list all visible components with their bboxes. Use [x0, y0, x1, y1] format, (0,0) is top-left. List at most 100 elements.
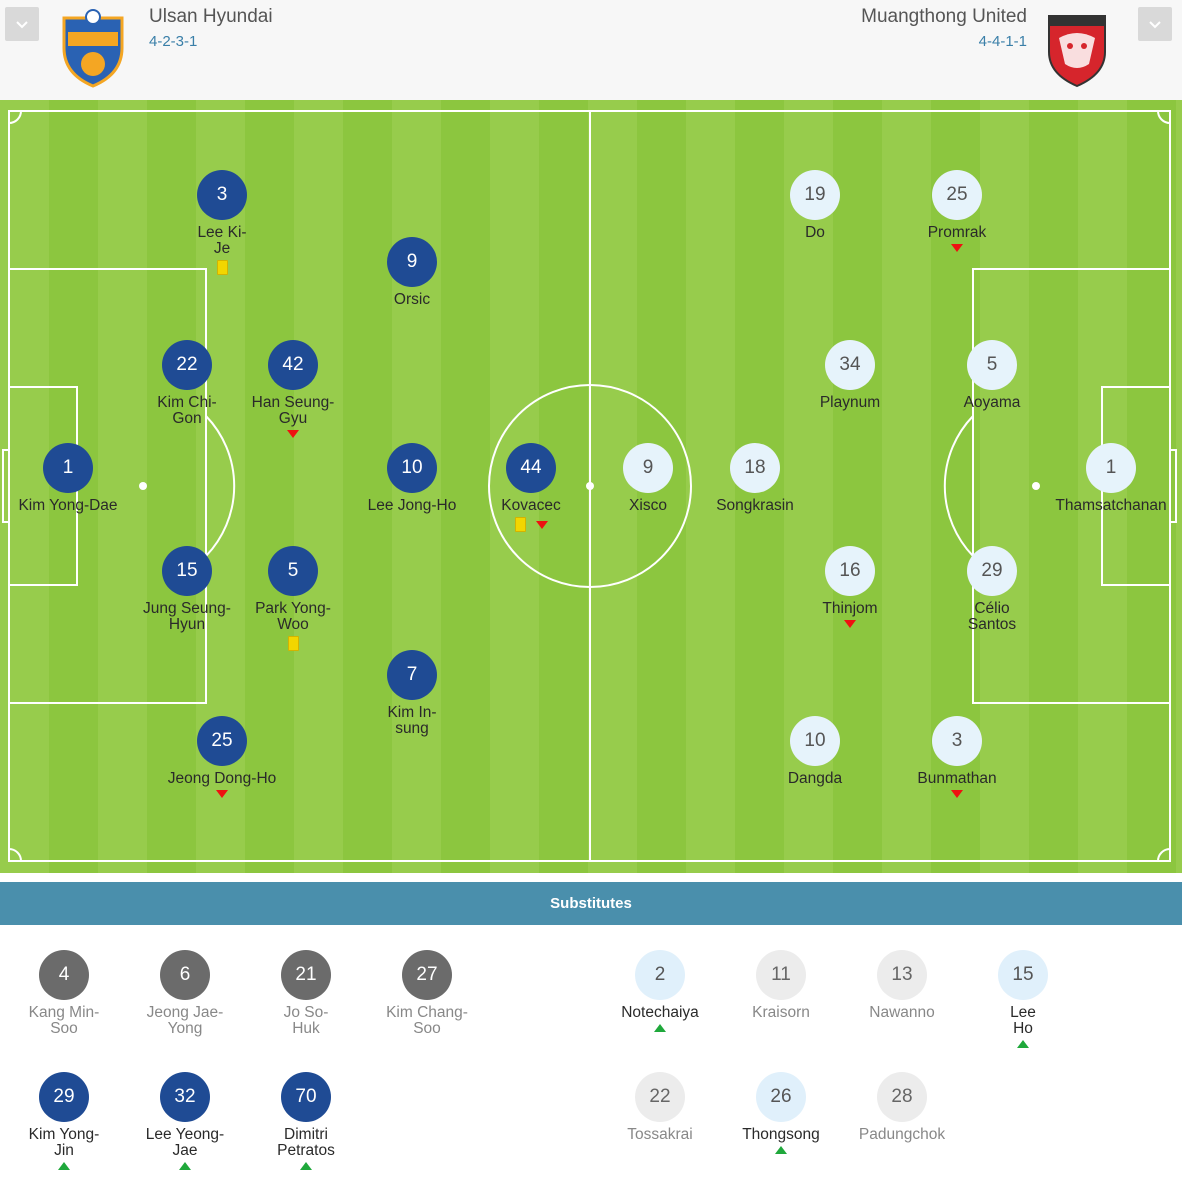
player-number: 6: [160, 950, 210, 1000]
home-player[interactable]: 22 Kim Chi-Gon: [127, 340, 247, 427]
player-number: 19: [790, 170, 840, 220]
player-number: 15: [998, 950, 1048, 1000]
home-player[interactable]: 5 Park Yong-Woo: [233, 546, 353, 651]
home-player[interactable]: 42 Han Seung-Gyu: [233, 340, 353, 438]
player-name: Lee Jong-Ho: [367, 497, 457, 514]
away-substitute[interactable]: 28 Padungchok: [842, 1072, 962, 1143]
away-substitute[interactable]: 2 Notechaiya: [600, 950, 720, 1032]
away-player[interactable]: 5 Aoyama: [932, 340, 1052, 411]
player-name: Thongsong: [742, 1126, 820, 1143]
player-number: 15: [162, 546, 212, 596]
home-player[interactable]: 3 Lee Ki-Je: [162, 170, 282, 275]
player-name: Padungchok: [858, 1126, 946, 1143]
player-number: 16: [825, 546, 875, 596]
player-name: Han Seung-Gyu: [251, 394, 335, 427]
player-number: 29: [967, 546, 1017, 596]
away-player[interactable]: 25 Promrak: [897, 170, 1017, 252]
player-name: Kim Yong-Jin: [28, 1126, 100, 1159]
away-player[interactable]: 10 Dangda: [755, 716, 875, 787]
away-substitute[interactable]: 15 Lee Ho: [963, 950, 1083, 1048]
player-number: 10: [387, 443, 437, 493]
home-substitute[interactable]: 27 Kim Chang-Soo: [367, 950, 487, 1037]
player-name: Bunmathan: [917, 770, 997, 787]
away-collapse-button[interactable]: [1138, 7, 1172, 41]
player-number: 34: [825, 340, 875, 390]
player-name: Kraisorn: [752, 1004, 810, 1021]
player-number: 7: [387, 650, 437, 700]
away-player[interactable]: 18 Songkrasin: [695, 443, 815, 514]
player-name: Songkrasin: [716, 497, 794, 514]
away-player[interactable]: 1 Thamsatchanan: [1051, 443, 1171, 514]
player-number: 10: [790, 716, 840, 766]
player-name: Jeong Dong-Ho: [167, 770, 277, 787]
home-player[interactable]: 25 Jeong Dong-Ho: [162, 716, 282, 798]
home-substitute[interactable]: 21 Jo So-Huk: [246, 950, 366, 1037]
player-number: 2: [635, 950, 685, 1000]
away-player[interactable]: 16 Thinjom: [790, 546, 910, 628]
away-player[interactable]: 3 Bunmathan: [897, 716, 1017, 798]
player-number: 28: [877, 1072, 927, 1122]
player-name: Dangda: [787, 770, 843, 787]
chevron-down-icon: [16, 21, 28, 29]
player-name: Jung Seung-Hyun: [143, 600, 231, 633]
player-name: Lee Ki-Je: [197, 224, 247, 257]
player-name: Orsic: [393, 291, 431, 308]
player-number: 13: [877, 950, 927, 1000]
home-substitute[interactable]: 70 Dimitri Petratos: [246, 1072, 366, 1170]
home-player[interactable]: 10 Lee Jong-Ho: [352, 443, 472, 514]
substitution-on-icon: [58, 1162, 70, 1170]
home-team-name: Ulsan Hyundai: [149, 6, 273, 27]
away-team-logo: [1045, 8, 1109, 93]
away-substitute[interactable]: 22 Tossakrai: [600, 1072, 720, 1143]
home-player[interactable]: 44 Kovacec: [471, 443, 591, 532]
player-name: Kim In-sung: [387, 704, 437, 737]
away-formation: 4-4-1-1: [978, 33, 1027, 50]
home-player[interactable]: 7 Kim In-sung: [352, 650, 472, 737]
player-number: 9: [623, 443, 673, 493]
chevron-down-icon: [1149, 21, 1161, 29]
player-number: 9: [387, 237, 437, 287]
home-substitute[interactable]: 29 Kim Yong-Jin: [4, 1072, 124, 1170]
home-player[interactable]: 15 Jung Seung-Hyun: [127, 546, 247, 633]
away-player[interactable]: 34 Playnum: [790, 340, 910, 411]
away-player[interactable]: 9 Xisco: [588, 443, 708, 514]
player-name: Dimitri Petratos: [277, 1126, 335, 1159]
yellow-card-icon: [287, 636, 299, 651]
away-substitute[interactable]: 11 Kraisorn: [721, 950, 841, 1021]
away-team-name: Muangthong United: [861, 6, 1027, 27]
home-substitute[interactable]: 4 Kang Min-Soo: [4, 950, 124, 1037]
away-substitute[interactable]: 26 Thongsong: [721, 1072, 841, 1154]
substitution-off-icon: [535, 520, 548, 529]
away-substitute[interactable]: 13 Nawanno: [842, 950, 962, 1021]
away-player[interactable]: 19 Do: [755, 170, 875, 241]
player-name: Notechaiya: [621, 1004, 699, 1021]
player-name: Jeong Jae-Yong: [146, 1004, 224, 1037]
player-number: 44: [506, 443, 556, 493]
player-number: 3: [197, 170, 247, 220]
player-number: 4: [39, 950, 89, 1000]
player-number: 5: [967, 340, 1017, 390]
yellow-card-icon: [514, 517, 526, 532]
substitution-off-icon: [216, 790, 228, 798]
home-player[interactable]: 9 Orsic: [352, 237, 472, 308]
player-name: Nawanno: [869, 1004, 935, 1021]
player-name: Kovacec: [501, 497, 561, 514]
away-player[interactable]: 29 Célio Santos: [932, 546, 1052, 633]
home-substitute[interactable]: 6 Jeong Jae-Yong: [125, 950, 245, 1037]
player-number: 1: [43, 443, 93, 493]
home-substitute[interactable]: 32 Lee Yeong-Jae: [125, 1072, 245, 1170]
substitution-off-icon: [844, 620, 856, 628]
player-number: 25: [197, 716, 247, 766]
home-player[interactable]: 1 Kim Yong-Dae: [8, 443, 128, 514]
substitution-off-icon: [951, 790, 963, 798]
player-number: 70: [281, 1072, 331, 1122]
substitution-on-icon: [179, 1162, 191, 1170]
player-name: Célio Santos: [967, 600, 1017, 633]
home-collapse-button[interactable]: [5, 7, 39, 41]
player-name: Jo So-Huk: [283, 1004, 329, 1037]
player-number: 42: [268, 340, 318, 390]
substitution-on-icon: [775, 1146, 787, 1154]
player-name: Kang Min-Soo: [28, 1004, 100, 1037]
substitution-off-icon: [287, 430, 299, 438]
player-name: Kim Chang-Soo: [386, 1004, 468, 1037]
